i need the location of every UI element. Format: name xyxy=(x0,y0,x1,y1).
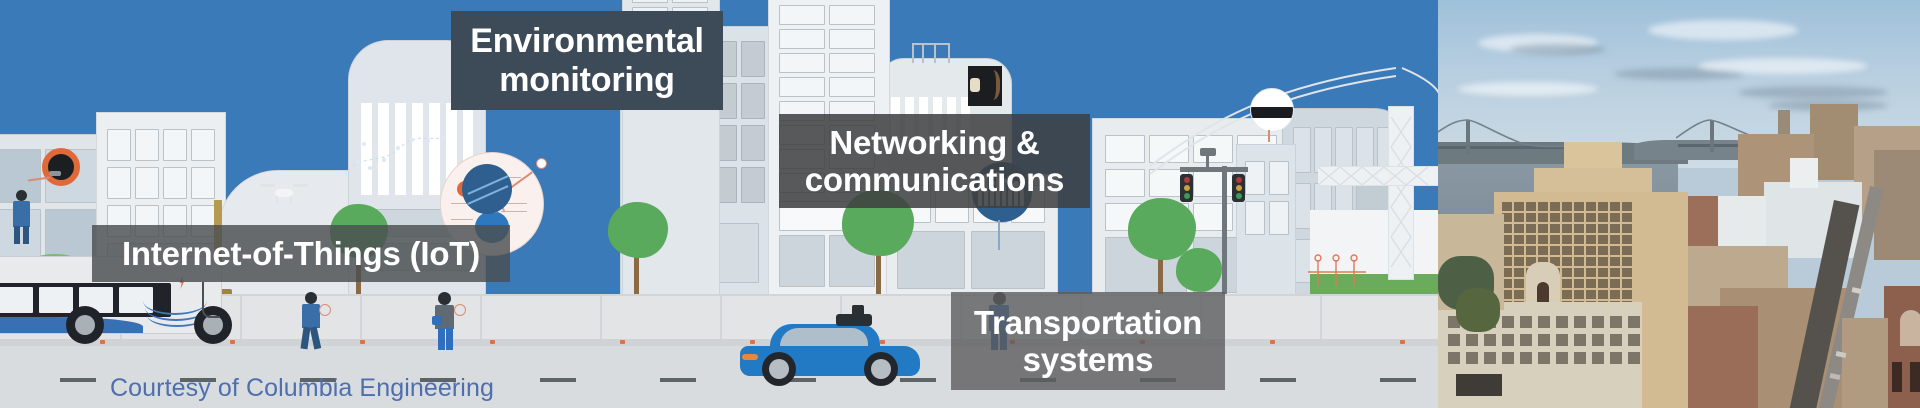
traffic-light-pole xyxy=(1222,166,1227,296)
label-transportation-systems: Transportation systems xyxy=(951,292,1225,390)
aerostat-balloon xyxy=(1250,88,1294,132)
rooftop-worker-panel xyxy=(968,66,1002,106)
iot-sensor-bubble xyxy=(462,164,512,214)
gw-bridge-tower-left xyxy=(1466,120,1470,154)
label-environmental-monitoring: Environmental monitoring xyxy=(451,11,723,110)
curb xyxy=(0,339,1438,346)
gw-bridge-deck-left xyxy=(1438,146,1578,149)
tree-trunk-2 xyxy=(634,234,639,296)
label-line-1: Environmental xyxy=(470,22,704,61)
security-camera-icon xyxy=(42,148,80,186)
label-line-1: Networking & xyxy=(829,123,1040,161)
gw-bridge-tower-right xyxy=(1710,120,1714,152)
tree-crown-5 xyxy=(1176,248,1222,292)
traffic-light-box-2 xyxy=(1232,174,1245,202)
photo-distant-tower xyxy=(1810,104,1858,180)
label-line-1: Transportation xyxy=(973,303,1203,341)
label-line-1: Internet-of-Things (IoT) xyxy=(121,234,481,272)
bridge-water xyxy=(1310,210,1438,276)
autonomous-car xyxy=(740,305,920,386)
courtesy-credit: Courtesy of Columbia Engineering xyxy=(110,374,494,402)
photo-right-block xyxy=(1842,318,1888,408)
label-line-2: communications xyxy=(804,161,1065,198)
bridge-deck xyxy=(1318,166,1438,186)
bridge-cables xyxy=(1149,67,1438,175)
photo-brown-block-4 xyxy=(1674,306,1758,408)
tree-crown-4 xyxy=(1128,198,1196,260)
photo-left-trees-2 xyxy=(1456,288,1500,332)
label-internet-of-things: Internet-of-Things (IoT) xyxy=(92,225,510,282)
label-line-2: monitoring xyxy=(499,60,675,99)
gw-bridge-cables-left xyxy=(1438,119,1587,148)
street-furniture-marks xyxy=(1308,254,1366,286)
photo-distant-block-3 xyxy=(1874,150,1920,260)
networking-bubble-stem xyxy=(998,220,1000,250)
manhattan-photo-panel xyxy=(1438,0,1920,408)
street-camera-icon xyxy=(1200,148,1216,156)
label-networking-communications: Networking & communications xyxy=(779,114,1090,208)
quadcopter-drone xyxy=(260,182,308,204)
rooftop-antenna-icon xyxy=(912,43,950,63)
photo-white-block-top xyxy=(1790,158,1818,188)
traffic-light-arm xyxy=(1180,167,1248,172)
tree-trunk-4 xyxy=(1158,236,1163,296)
photo-right-church xyxy=(1884,286,1920,408)
bus-charging-cable xyxy=(202,282,220,318)
tree-trunk-3 xyxy=(876,230,881,296)
label-line-2: systems xyxy=(1022,341,1154,378)
iot-data-swarm xyxy=(343,136,447,176)
bubble-endpoint-dot xyxy=(536,158,547,169)
traffic-light-box-1 xyxy=(1180,174,1193,202)
camera-lens-icon xyxy=(49,171,61,176)
balloon-tether xyxy=(1268,130,1270,142)
photo-rooftop-unit xyxy=(1456,374,1502,396)
tree-crown-2 xyxy=(608,202,668,258)
